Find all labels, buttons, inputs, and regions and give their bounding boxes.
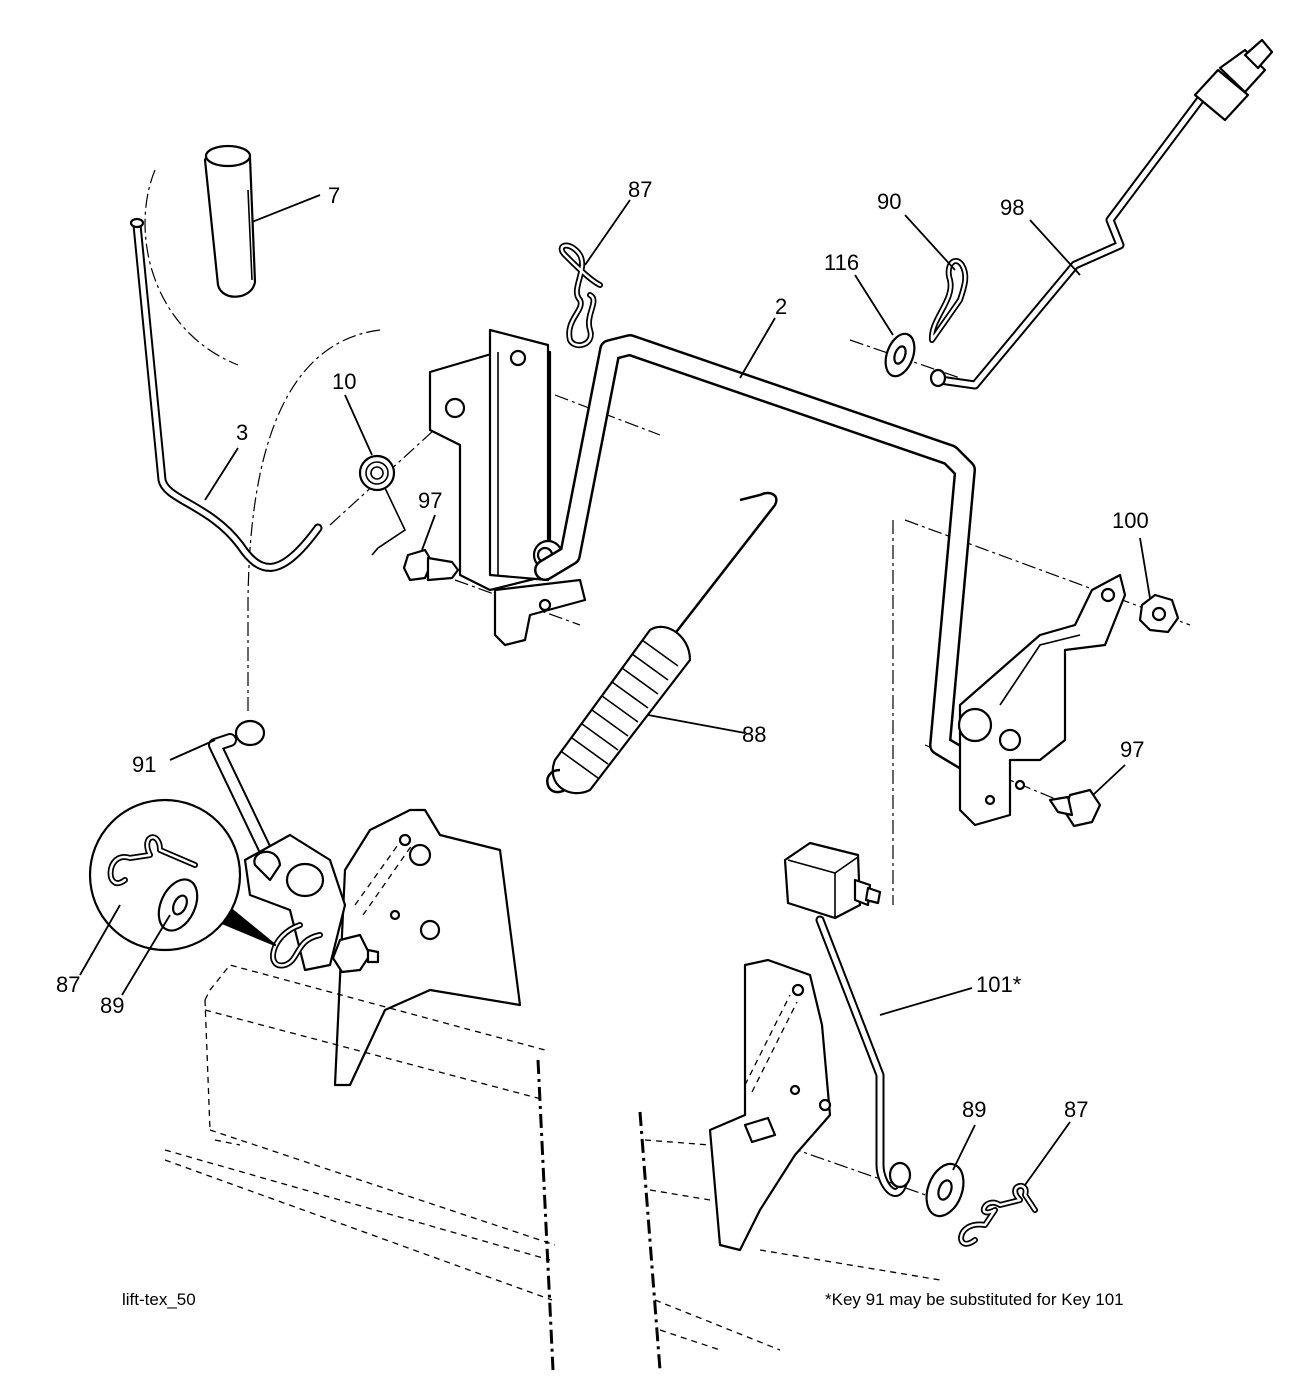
callout-2: 2 [775,294,787,319]
figure-id: lift-tex_50 [122,1290,196,1309]
callout-87-top: 87 [628,177,652,202]
lift-link-91 [208,719,277,867]
callout-90: 90 [877,189,901,214]
bolt-right [1048,788,1102,828]
bolt-left [402,548,460,582]
lift-shaft [534,334,976,771]
callout-97-right: 97 [1120,737,1144,762]
extension-spring [546,491,778,795]
callout-98: 98 [1000,195,1024,220]
right-bracket [957,573,1127,827]
washer-89-right [925,1162,965,1218]
callout-3: 3 [236,420,248,445]
callout-88: 88 [742,722,766,747]
callout-10: 10 [332,369,356,394]
handle-grip [203,144,257,298]
callout-100: 100 [1112,508,1149,533]
footnote: *Key 91 may be substituted for Key 101 [825,1290,1124,1309]
hairpin-clip-top [558,242,603,349]
washer-116 [884,332,916,378]
leader-lines [79,194,1151,1186]
deck-outline-left [164,964,556,1371]
left-bracket [428,328,587,647]
detail-inset [88,798,277,952]
deck-outline-right [638,1111,941,1371]
nut-100 [1138,593,1180,634]
lift-arm-left [243,833,380,974]
adjustment-rod [929,38,1274,390]
callout-89-left: 89 [100,993,124,1018]
callout-87-right: 87 [1064,1097,1088,1122]
callout-101: 101* [976,972,1022,997]
callouts: 7 87 90 98 116 2 10 3 97 100 88 91 97 10… [56,177,1149,1122]
hairpin-90 [928,258,969,343]
lift-handle-rod [129,217,323,572]
callout-97-left: 97 [418,488,442,513]
callout-87-left: 87 [56,972,80,997]
callout-7: 7 [328,183,340,208]
torsion-spring [358,454,407,556]
deck-bracket-right [708,958,832,1252]
deck-bracket-left [333,808,522,1087]
callout-91: 91 [132,752,156,777]
callout-116: 116 [824,250,859,275]
callout-89-right: 89 [962,1097,986,1122]
lift-link-101 [783,841,912,1197]
hairpin-clip-right [958,1183,1038,1247]
